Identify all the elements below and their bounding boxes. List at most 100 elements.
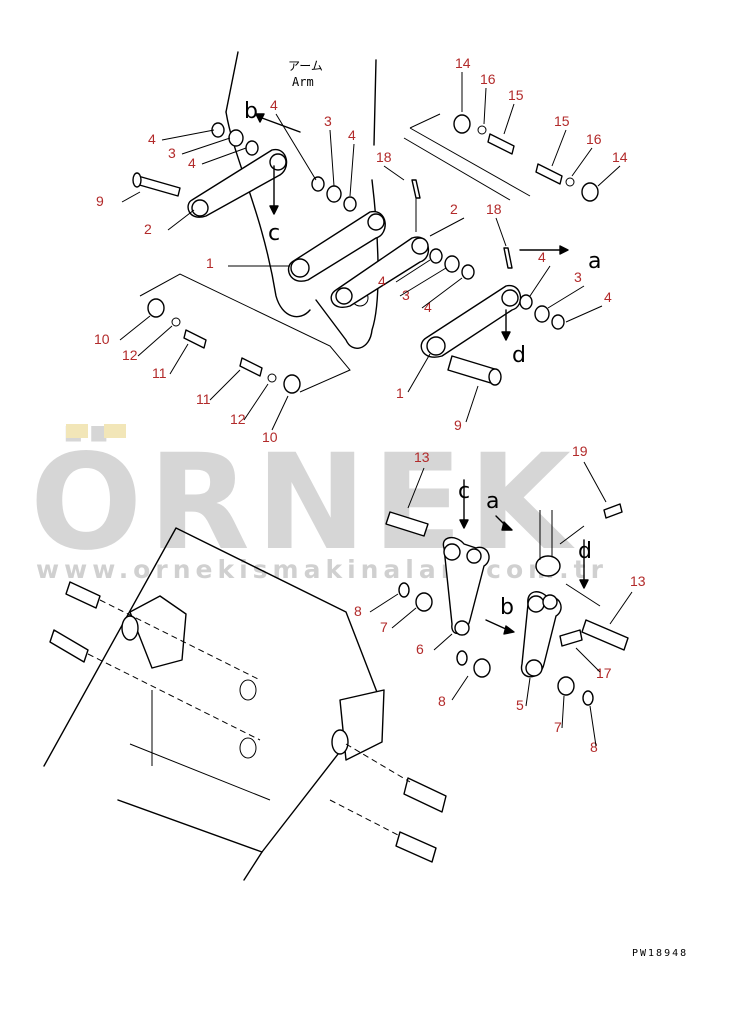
- part-label-3: 3: [324, 113, 332, 129]
- washer-16: [477, 125, 487, 135]
- bolt-11: [239, 357, 263, 377]
- watermark-umlaut-left: [66, 424, 88, 438]
- bolt-15: [487, 133, 515, 155]
- part-label-9: 9: [454, 417, 462, 433]
- plate-14: [453, 114, 471, 134]
- part-label-4: 4: [604, 289, 612, 305]
- part-label-7: 7: [380, 619, 388, 635]
- pin-right: [395, 831, 437, 863]
- pin-center-line: [329, 743, 411, 837]
- part-label-2: 2: [450, 201, 458, 217]
- grease-fitting-17: [559, 629, 583, 647]
- link-bore: [443, 543, 461, 561]
- part-label-8: 8: [438, 693, 446, 709]
- arm-line: [225, 51, 239, 113]
- bush-group-upper-mid: [311, 176, 357, 212]
- arrow-label-c: c: [268, 221, 280, 246]
- arrow-letters: b c a d c a d b: [244, 99, 601, 620]
- link-1-middle: [287, 211, 386, 282]
- bucket-lower: [117, 799, 263, 881]
- link-bore: [466, 548, 482, 564]
- part-label-4: 4: [348, 127, 356, 143]
- part-label-14: 14: [612, 149, 628, 165]
- arm-outline: [225, 111, 311, 318]
- part-label-8: 8: [354, 603, 362, 619]
- arm-japanese-label: アーム: [288, 59, 323, 73]
- part-label-16: 16: [586, 131, 602, 147]
- grease-fitting-19: [603, 503, 623, 519]
- link-bore: [269, 153, 287, 171]
- bush-group-upper-left: [211, 122, 259, 156]
- part-label-14: 14: [455, 55, 471, 71]
- watermark: ÖRNEK www.ornekismakinalari.com.tr: [30, 424, 608, 584]
- part-label-1: 1: [206, 255, 214, 271]
- part-label-3: 3: [402, 287, 410, 303]
- bush-7: [557, 676, 575, 696]
- arrowhead: [503, 625, 515, 635]
- arrow-label-b: b: [500, 595, 514, 620]
- pin-left: [65, 581, 101, 609]
- arm-label: Arm: [292, 75, 314, 89]
- pin-13-right: [581, 619, 629, 651]
- part-label-4: 4: [270, 97, 278, 113]
- link-bore: [290, 258, 310, 278]
- part-label-10: 10: [262, 429, 278, 445]
- pin-left: [49, 629, 89, 663]
- part-label-4: 4: [148, 131, 156, 147]
- bolt-15: [535, 163, 563, 185]
- arrow-label-d: d: [512, 343, 526, 368]
- pin-center-line: [87, 599, 261, 741]
- link-bore: [335, 287, 353, 305]
- arrow-label-d: d: [578, 539, 592, 564]
- bucket-hole: [331, 729, 349, 755]
- link-bore: [501, 289, 519, 307]
- upper-assembly: [132, 51, 599, 394]
- part-label-6: 6: [416, 641, 424, 657]
- part-label-3: 3: [168, 145, 176, 161]
- arrow-b: [485, 619, 509, 631]
- bush-7: [415, 592, 433, 612]
- arrowhead: [501, 521, 513, 531]
- pin-9-upper: [135, 175, 181, 197]
- link-bore: [525, 659, 543, 677]
- link-bore: [454, 620, 470, 636]
- label-leaders: [119, 72, 633, 747]
- part-label-15: 15: [508, 87, 524, 103]
- grease-fitting-18: [411, 179, 421, 199]
- link-bore: [542, 594, 558, 610]
- link-bore: [191, 199, 209, 217]
- part-label-5: 5: [516, 697, 524, 713]
- arrowhead: [501, 331, 511, 341]
- part-label-12: 12: [122, 347, 138, 363]
- bucket-boss: [129, 595, 187, 669]
- bush-group-center: [429, 248, 475, 280]
- seal-8: [582, 690, 594, 706]
- part-label-9: 9: [96, 193, 104, 209]
- pin-right: [403, 777, 447, 813]
- washer-16: [565, 177, 575, 187]
- seal-8: [456, 650, 468, 666]
- part-label-7: 7: [554, 719, 562, 735]
- arrow-label-a: a: [588, 249, 601, 274]
- pin-head: [488, 368, 502, 386]
- pin-13-left: [385, 511, 429, 537]
- leader: [539, 510, 601, 607]
- link-bore: [527, 595, 545, 613]
- part-label-13: 13: [414, 449, 430, 465]
- part-label-4: 4: [378, 273, 386, 289]
- bush-group-right: [519, 294, 565, 330]
- bucket-hole: [121, 615, 139, 641]
- bucket-hole: [239, 679, 257, 701]
- bush-7: [473, 658, 491, 678]
- part-label-19: 19: [572, 443, 588, 459]
- part-label-13: 13: [630, 573, 646, 589]
- link-5: [520, 591, 562, 678]
- part-label-18: 18: [376, 149, 392, 165]
- part-label-16: 16: [480, 71, 496, 87]
- part-label-18: 18: [486, 201, 502, 217]
- washer-12: [171, 317, 181, 327]
- link-bore: [367, 213, 385, 231]
- part-label-4: 4: [424, 299, 432, 315]
- watermark-url: www.ornekismakinalari.com.tr: [36, 555, 608, 584]
- washer-12: [267, 373, 277, 383]
